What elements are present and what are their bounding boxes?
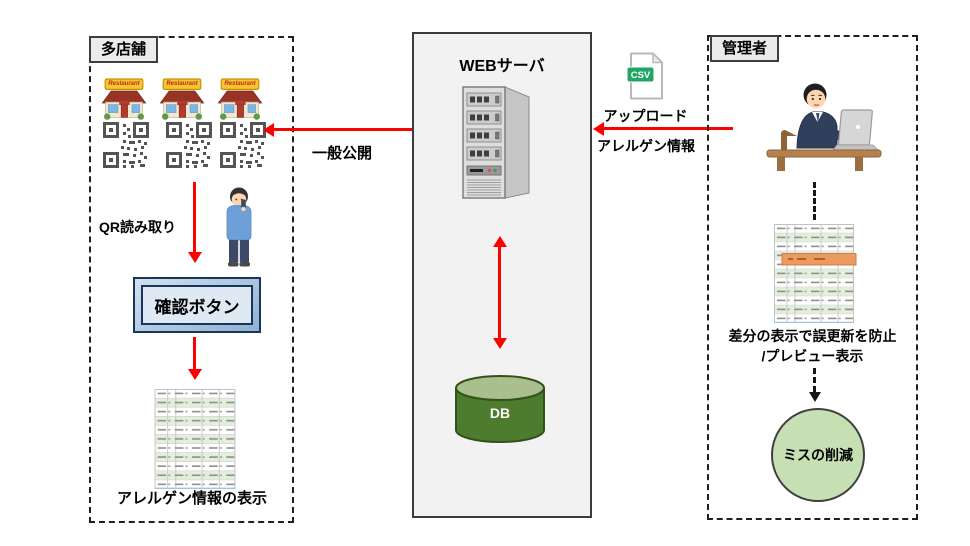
restaurant-icon: Restaurant: [158, 78, 206, 120]
confirm-button: 確認ボタン: [133, 277, 261, 333]
restaurant-sign-label: Restaurant: [108, 81, 140, 87]
qr-code-icon: [166, 122, 212, 168]
restaurant-sign-label: Restaurant: [224, 81, 256, 87]
web-server-title: WEBサーバ: [459, 58, 545, 75]
confirm-arrow-head: [187, 369, 202, 380]
admin-flow-dashed-line-2: [813, 368, 816, 392]
server-db-arrow-line: [498, 246, 501, 339]
diff-table-thumbnail: [774, 224, 857, 323]
customer-with-phone-icon: [226, 187, 252, 267]
server-db-arrow-head-up: [492, 236, 507, 247]
restaurant-sign-label: Restaurant: [166, 81, 198, 87]
qr-code-icon: [220, 122, 266, 168]
result-label: アレルゲン情報の表示: [116, 490, 267, 507]
allergen-table-thumbnail: [154, 389, 236, 489]
publish-arrow-head: [263, 122, 274, 137]
admin-at-desk-icon: [766, 83, 882, 171]
database-label: DB: [490, 405, 510, 421]
admin-flow-dashed-line-1: [813, 182, 816, 220]
admin-flow-arrow-head: [808, 392, 821, 402]
csv-file-icon: CSV: [626, 52, 663, 100]
diff-note-line2: /プレビュー表示: [761, 348, 864, 364]
confirm-button-face: 確認ボタン: [141, 285, 253, 325]
diff-note-line1: 差分の表示で誤更新を防止: [728, 328, 897, 344]
stores-group-box: [89, 36, 294, 523]
outcome-circle: ミスの削減: [771, 408, 865, 502]
confirm-button-label: 確認ボタン: [154, 297, 240, 317]
upload-arrow-line: [603, 127, 733, 130]
allergen-info-label: アレルゲン情報: [597, 138, 695, 154]
qr-code-icon: [103, 122, 149, 168]
confirm-arrow-line: [193, 337, 196, 369]
stores-box-title: 多店舗: [89, 36, 159, 63]
server-tower-icon: [462, 86, 530, 199]
upload-label: アップロード: [603, 108, 688, 124]
qr-read-arrow-line: [193, 182, 196, 252]
upload-arrow-head: [593, 121, 604, 136]
qr-read-arrow-head: [187, 252, 202, 263]
csv-file-label: CSV: [631, 70, 651, 81]
outcome-label: ミスの削減: [783, 447, 853, 463]
restaurant-icon: Restaurant: [216, 78, 264, 120]
database-icon: DB: [455, 375, 545, 443]
restaurant-icon: Restaurant: [100, 78, 148, 120]
publish-label: 一般公開: [311, 145, 372, 162]
publish-arrow-line: [273, 128, 412, 131]
admin-group-box: [707, 35, 918, 520]
server-db-arrow-head-down: [492, 338, 507, 349]
admin-box-title: 管理者: [710, 35, 780, 62]
qr-read-label: QR読み取り: [99, 219, 176, 235]
